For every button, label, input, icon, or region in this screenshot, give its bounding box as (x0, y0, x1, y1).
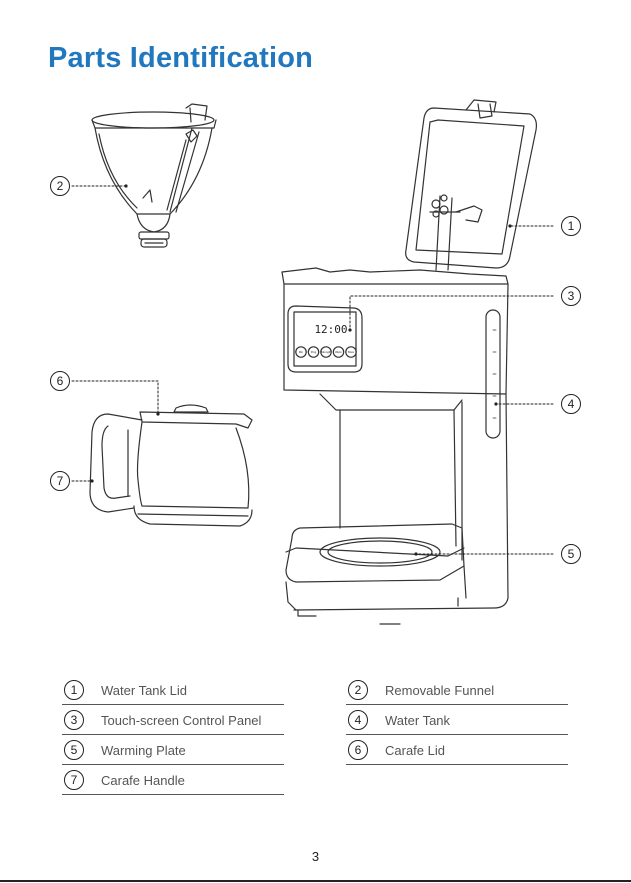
legend-number: 1 (64, 680, 84, 700)
legend-label: Carafe Handle (101, 773, 185, 788)
legend-number: 7 (64, 770, 84, 790)
control-button-label: Strength (321, 350, 331, 354)
legend-label: Carafe Lid (385, 743, 445, 758)
legend-number: 5 (64, 740, 84, 760)
control-button-label: Brew (348, 350, 354, 354)
callout-4: 4 (561, 394, 581, 414)
page-number: 3 (0, 849, 631, 864)
legend-item: 3 Touch-screen Control Panel (62, 706, 284, 735)
parts-illustration: 12:00 Min Prog Strength Warm Brew (0, 0, 631, 660)
legend-item: 4 Water Tank (346, 706, 568, 735)
carafe-illustration (90, 405, 252, 526)
control-button-label: Warm (335, 350, 342, 354)
callout-6: 6 (50, 371, 70, 391)
callout-2: 2 (50, 176, 70, 196)
control-button-label: Prog (311, 350, 317, 354)
callout-3: 3 (561, 286, 581, 306)
parts-legend: 1 Water Tank Lid 2 Removable Funnel 3 To… (62, 676, 568, 796)
legend-label: Touch-screen Control Panel (101, 713, 261, 728)
legend-number: 4 (348, 710, 368, 730)
legend-number: 2 (348, 680, 368, 700)
legend-label: Water Tank (385, 713, 450, 728)
legend-item: 7 Carafe Handle (62, 766, 284, 795)
funnel-illustration (92, 104, 216, 247)
control-buttons: Min Prog Strength Warm Brew (296, 347, 356, 357)
legend-item: 1 Water Tank Lid (62, 676, 284, 705)
legend-label: Water Tank Lid (101, 683, 187, 698)
coffee-maker-illustration: 12:00 Min Prog Strength Warm Brew (282, 100, 536, 624)
display-time: 12:00 (314, 323, 347, 336)
callout-5: 5 (561, 544, 581, 564)
legend-item: 5 Warming Plate (62, 736, 284, 765)
bottom-rule (0, 880, 631, 882)
control-button-label: Min (299, 350, 304, 354)
callout-1: 1 (561, 216, 581, 236)
legend-number: 3 (64, 710, 84, 730)
legend-item: 6 Carafe Lid (346, 736, 568, 765)
legend-item: 2 Removable Funnel (346, 676, 568, 705)
callout-7: 7 (50, 471, 70, 491)
legend-label: Warming Plate (101, 743, 186, 758)
legend-number: 6 (348, 740, 368, 760)
legend-label: Removable Funnel (385, 683, 494, 698)
